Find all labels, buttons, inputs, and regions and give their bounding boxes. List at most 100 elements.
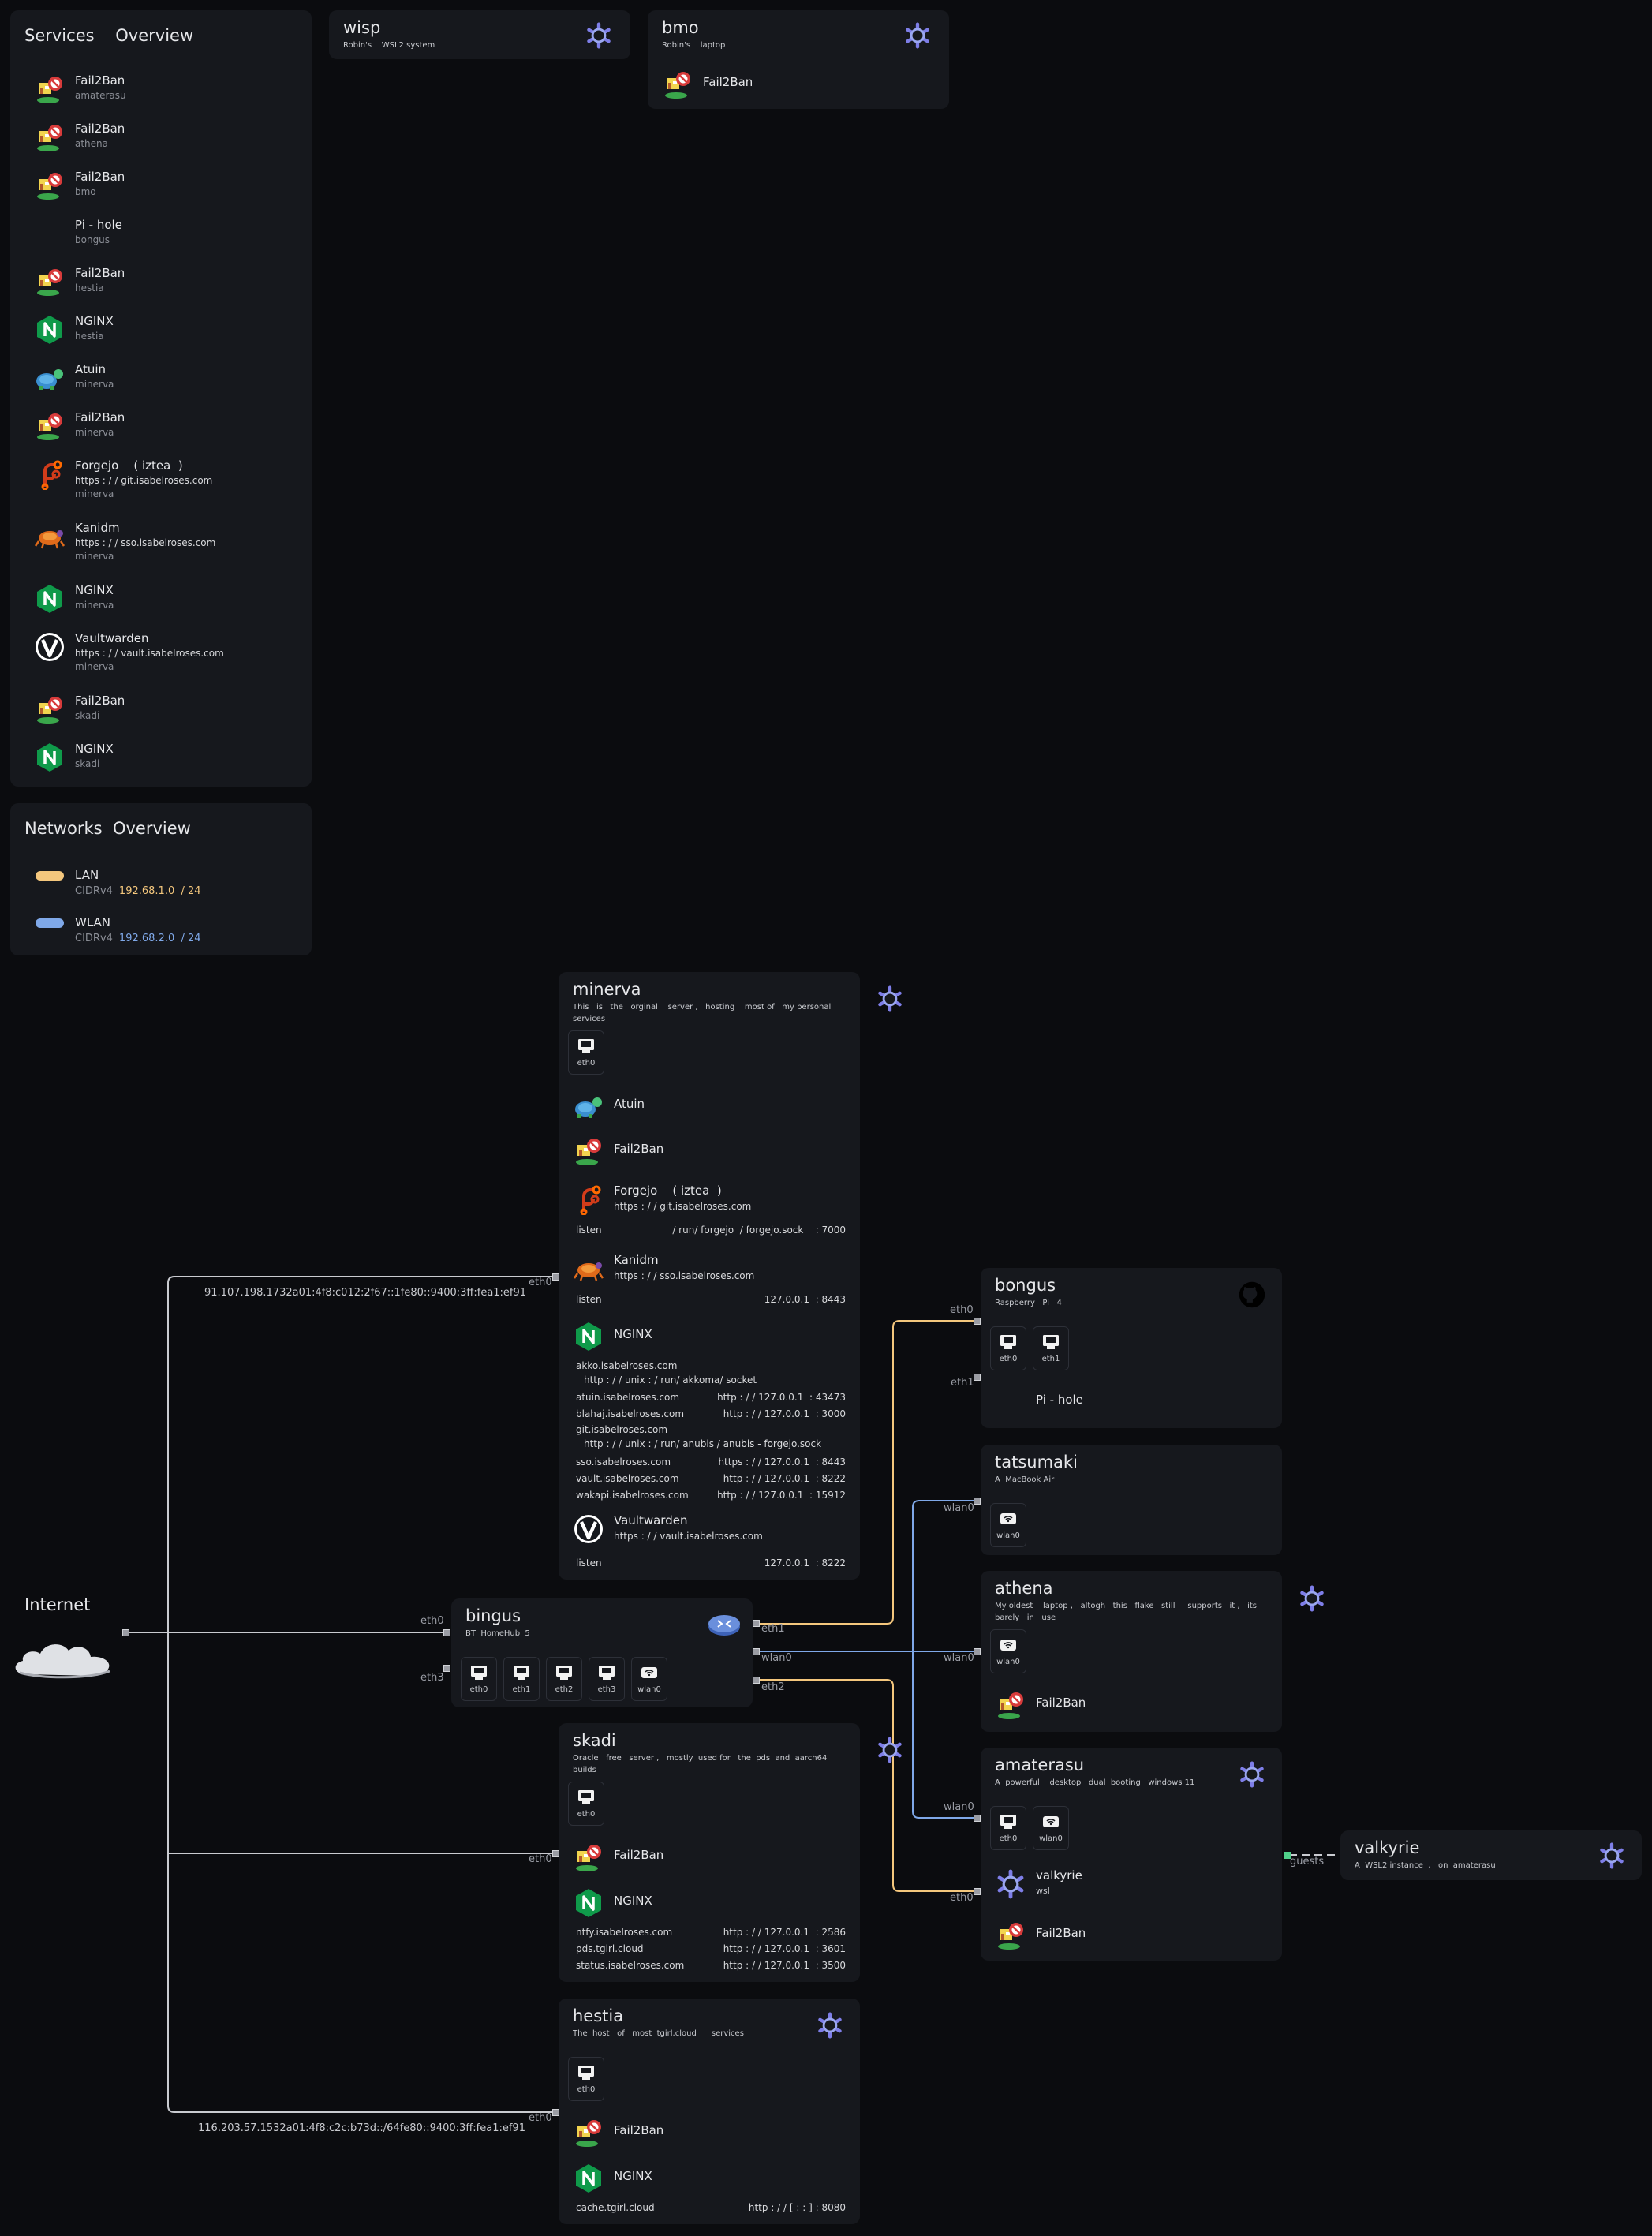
iface-eth0[interactable]: eth0	[461, 1657, 497, 1701]
host-title: valkyrie	[1355, 1838, 1420, 1857]
network-wlan-name: WLAN	[75, 915, 111, 929]
service-url[interactable]: https : / / vault.isabelroses.com	[75, 648, 224, 659]
forgejo-icon	[34, 458, 65, 490]
host-valkyrie[interactable]: valkyrie A WSL2 instance , on amaterasu	[1340, 1830, 1642, 1880]
iface-eth0[interactable]: eth0	[568, 1782, 604, 1826]
guest-sub: wsl	[1036, 1886, 1050, 1896]
host-desc: The host of most tgirl.cloud services	[573, 2029, 744, 2038]
port-tatsumaki-wlan0	[974, 1498, 981, 1505]
service-url[interactable]: https : / / sso.isabelroses.com	[614, 1270, 755, 1281]
iface-wlan0[interactable]: wlan0	[990, 1503, 1026, 1547]
iface-eth0[interactable]: eth0	[990, 1806, 1026, 1850]
vhost-host: blahaj.isabelroses.com	[576, 1408, 685, 1419]
iface-wlan0[interactable]: wlan0	[990, 1629, 1026, 1673]
fail2ban-icon	[34, 410, 65, 442]
fail2ban-icon	[573, 2117, 604, 2148]
wifi-icon	[641, 1665, 658, 1681]
host-title: minerva	[573, 980, 641, 999]
service-name: Forgejo ( iztea )	[75, 458, 183, 473]
vhost-host: wakapi.isabelroses.com	[576, 1490, 689, 1501]
host-title: bongus	[995, 1276, 1056, 1295]
host-bmo[interactable]: bmo Robin's laptop Fail2Ban	[648, 10, 949, 109]
host-bongus[interactable]: bongus Raspberry Pi 4 eth0 eth1 Pi - hol…	[981, 1268, 1282, 1428]
iface-label: wlan0	[637, 1685, 661, 1694]
host-bingus[interactable]: bingus BT HomeHub 5 eth0 eth1 eth2 eth3 …	[451, 1598, 753, 1707]
port-athena-wlan0	[974, 1648, 981, 1655]
network-wlan-swatch	[36, 918, 64, 928]
iface-label: wlan0	[996, 1531, 1020, 1540]
host-title: athena	[995, 1579, 1053, 1598]
fail2ban-icon	[34, 694, 65, 725]
nixos-icon	[903, 21, 932, 50]
service-url[interactable]: https : / / sso.isabelroses.com	[75, 537, 216, 548]
service-name: NGINX	[614, 2169, 652, 2183]
nginx-icon	[34, 742, 65, 773]
host-amaterasu[interactable]: amaterasu A powerful desktop dual bootin…	[981, 1748, 1282, 1961]
iface-eth2[interactable]: eth2	[546, 1657, 582, 1701]
port-bingus-eth0	[443, 1629, 450, 1636]
cidr-label: CIDRv4	[75, 933, 113, 944]
host-desc: Raspberry Pi 4	[995, 1299, 1062, 1307]
host-athena[interactable]: athena My oldest laptop , altogh this fl…	[981, 1571, 1282, 1732]
wlan-link-amaterasu	[912, 1651, 976, 1819]
iface-wlan0[interactable]: wlan0	[631, 1657, 667, 1701]
iface-eth1[interactable]: eth1	[503, 1657, 540, 1701]
iface-label: eth2	[555, 1685, 574, 1694]
host-title: tatsumaki	[995, 1453, 1078, 1471]
service-url[interactable]: https : / / git.isabelroses.com	[75, 475, 213, 486]
label-amaterasu-eth0: eth0	[950, 1892, 974, 1904]
host-desc: A MacBook Air	[995, 1475, 1055, 1484]
service-name: Atuin	[614, 1097, 645, 1111]
nginx-icon	[573, 1321, 604, 1352]
port-amaterasu-wlan0	[974, 1815, 981, 1822]
port-bingus-eth2	[753, 1677, 760, 1684]
nginx-icon	[34, 314, 65, 346]
host-wisp[interactable]: wisp Robin's WSL2 system	[329, 10, 630, 59]
service-name: Fail2Ban	[1036, 1926, 1086, 1940]
service-name: Fail2Ban	[75, 122, 125, 136]
vhost-row: git.isabelroses.com http : / / unix : / …	[576, 1424, 846, 1453]
vhost-row: ntfy.isabelroses.com http : / / 127.0.0.…	[576, 1927, 846, 1939]
vhost-target: http : / / unix : / run/ anubis / anubis…	[584, 1438, 822, 1449]
host-skadi[interactable]: skadi Oracle free server , mostly used f…	[559, 1723, 860, 1982]
service-url[interactable]: https : / / git.isabelroses.com	[614, 1201, 752, 1212]
host-minerva[interactable]: minerva This is the orginal server , hos…	[559, 972, 860, 1580]
nginx-icon	[34, 583, 65, 615]
listen-key: listen	[576, 1557, 602, 1569]
iface-eth3[interactable]: eth3	[589, 1657, 625, 1701]
fail2ban-icon	[34, 122, 65, 153]
fail2ban-icon	[573, 1135, 604, 1167]
networks-overview-title: Networks Overview	[24, 819, 191, 838]
ethernet-icon	[1000, 1814, 1017, 1830]
iface-eth0[interactable]: eth0	[568, 1030, 604, 1075]
vhost-row: akko.isabelroses.com http : / / unix : /…	[576, 1360, 846, 1389]
internet-node[interactable]: Internet	[10, 1591, 129, 1685]
host-title: bingus	[465, 1606, 521, 1625]
atuin-icon	[573, 1090, 604, 1122]
vhost-host: atuin.isabelroses.com	[576, 1392, 680, 1403]
port-bingus-wlan0	[753, 1648, 760, 1655]
ethernet-icon	[513, 1665, 530, 1681]
ethernet-icon	[470, 1665, 488, 1681]
host-tatsumaki[interactable]: tatsumaki A MacBook Air wlan0	[981, 1445, 1282, 1555]
iface-wlan0[interactable]: wlan0	[1033, 1806, 1069, 1850]
iface-eth1[interactable]: eth1	[1033, 1326, 1069, 1370]
nginx-icon	[573, 1887, 604, 1919]
listen-value: / run/ forgejo / forgejo.sock : 7000	[672, 1225, 846, 1236]
iface-eth0[interactable]: eth0	[990, 1326, 1026, 1370]
service-url[interactable]: https : / / vault.isabelroses.com	[614, 1531, 763, 1542]
host-title: bmo	[662, 18, 699, 37]
vhost-host: git.isabelroses.com	[576, 1424, 668, 1435]
iface-label: eth0	[577, 2085, 596, 2094]
host-desc: Oracle free server , mostly used for the…	[573, 1754, 830, 1774]
service-name: Fail2Ban	[614, 2123, 664, 2137]
github-icon	[1238, 1281, 1266, 1309]
host-hestia[interactable]: hestia The host of most tgirl.cloud serv…	[559, 1999, 860, 2224]
ethernet-icon	[598, 1665, 615, 1681]
forgejo-listen: listen / run/ forgejo / forgejo.sock : 7…	[576, 1225, 846, 1237]
host-title: amaterasu	[995, 1756, 1085, 1774]
iface-eth0[interactable]: eth0	[568, 2057, 604, 2101]
vaultwarden-listen: listen 127.0.0.1 : 8222	[576, 1557, 846, 1570]
